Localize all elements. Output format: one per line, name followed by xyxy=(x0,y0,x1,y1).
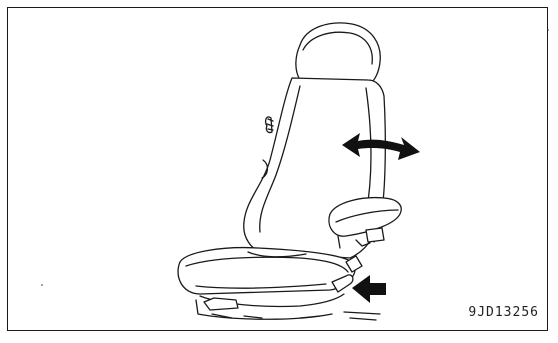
headrest xyxy=(296,23,380,84)
figure-code: 9JD13256 xyxy=(468,305,539,320)
speck xyxy=(41,284,43,286)
seat-cushion xyxy=(178,248,355,294)
speck xyxy=(547,29,549,31)
recline-knob xyxy=(266,117,273,133)
lever-pointer-arrow xyxy=(352,275,386,303)
